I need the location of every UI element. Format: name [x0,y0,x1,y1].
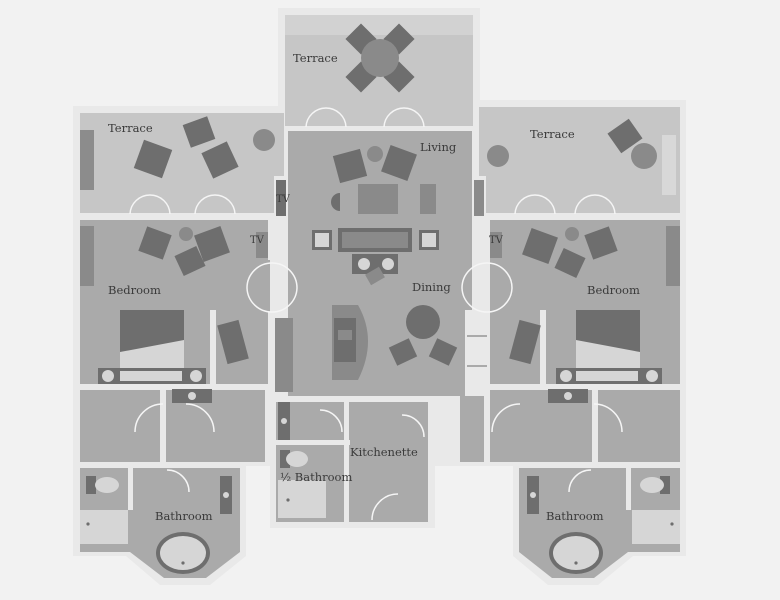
living-furniture [274,145,486,286]
room-label-bathroom-right: Bathroom [546,509,604,523]
half-bathroom-fixtures [278,402,308,502]
room-labels: Terrace Terrace Terrace Living Dining Be… [108,51,640,523]
tv-label-bedroom-left: TV [250,235,265,246]
terrace-top-table-set [345,23,415,93]
terrace-right-furniture [487,118,657,169]
room-label-dining: Dining [412,280,451,294]
kitchenette-floor [348,400,428,522]
bedroom-left-furniture [80,226,268,403]
room-label-kitchenette: Kitchenette [350,445,418,459]
room-label-living: Living [420,140,457,154]
bathroom-right-fixtures [527,476,674,574]
tv-labels: TV TV TV [250,194,504,246]
room-label-terrace-top: Terrace [293,51,338,65]
doors [129,107,623,521]
terrace-left-furniture [133,116,275,179]
room-label-bathroom-left: Bathroom [155,509,213,523]
room-label-bedroom-left: Bedroom [108,283,161,297]
bedroom-right-furniture [490,226,680,403]
room-label-bedroom-right: Bedroom [587,283,640,297]
tv-label-living: TV [276,194,291,205]
room-label-terrace-right: Terrace [530,127,575,141]
terrace-left-floor [80,113,284,213]
dining-furniture [275,305,487,392]
floors [80,15,680,578]
room-label-half-bathroom: ½ Bathroom [280,470,352,484]
room-label-terrace-left: Terrace [108,121,153,135]
tv-label-bedroom-right: TV [489,235,504,246]
bathroom-left-fixtures [86,476,232,574]
